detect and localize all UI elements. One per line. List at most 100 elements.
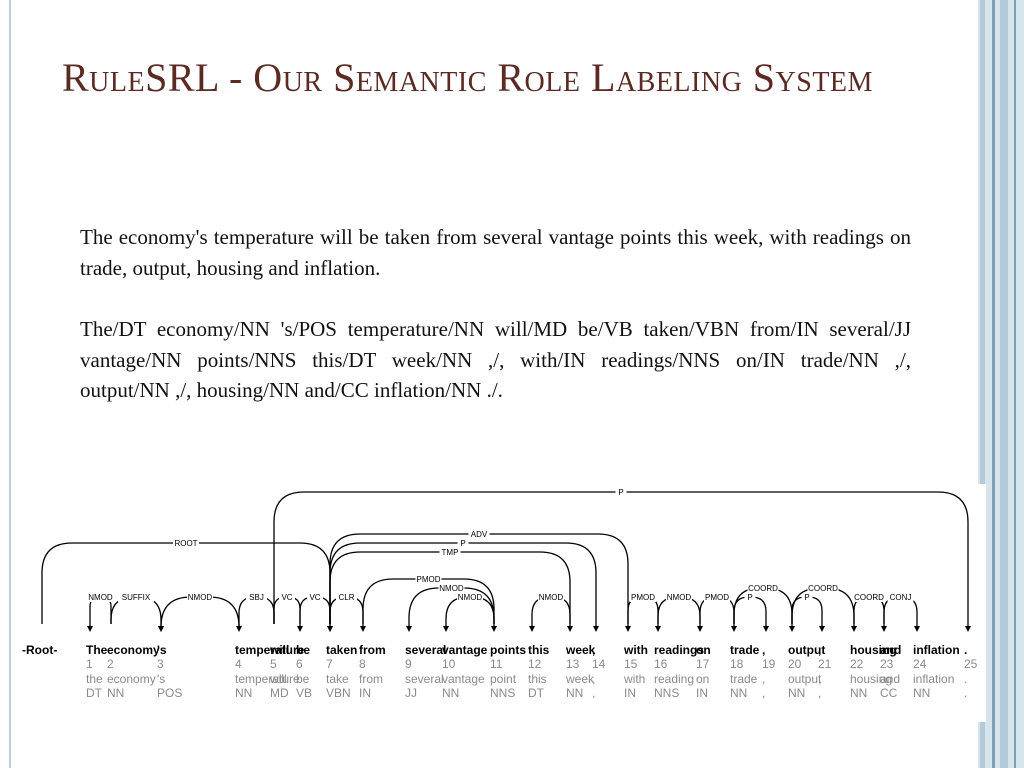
token-word: The <box>86 643 108 657</box>
token-lemma: output <box>788 672 822 686</box>
arc-arrowhead <box>491 626 497 632</box>
token-word: several <box>405 643 446 657</box>
arc-label: TMP <box>442 548 459 557</box>
token-lemma: economy <box>107 672 156 686</box>
token-index: 15 <box>624 657 638 671</box>
arc-arrowhead <box>914 626 920 632</box>
arc-arrowhead <box>593 626 599 632</box>
arc-arrowhead <box>158 626 164 632</box>
token-lemma: take <box>326 672 349 686</box>
arc-label: COORD <box>748 584 778 593</box>
token-pos: DT <box>528 686 545 700</box>
arc-label: ROOT <box>174 539 197 548</box>
arc-label: NMOD <box>667 593 692 602</box>
token-lemma: point <box>490 672 517 686</box>
token-pos: POS <box>157 686 182 700</box>
right-rail-stripe-4 <box>1014 0 1016 768</box>
token-pos: NN <box>850 686 867 700</box>
arc-label-bg <box>744 592 756 602</box>
arc-label: P <box>460 539 465 548</box>
arc-arrowhead <box>360 626 366 632</box>
token-index: 3 <box>157 657 164 671</box>
arc-arrowhead <box>789 626 795 632</box>
token-lemma: , <box>818 672 821 686</box>
token-pos: VB <box>296 686 312 700</box>
arc-label-bg <box>853 592 885 602</box>
token-pos: JJ <box>405 686 417 700</box>
token-lemma: trade <box>730 672 758 686</box>
arc-label-bg <box>279 592 295 602</box>
token-index: 16 <box>654 657 668 671</box>
arc-label: VC <box>309 593 320 602</box>
arc-label: VC <box>281 593 292 602</box>
dependency-arc <box>362 578 495 630</box>
token-pos: NN <box>566 686 583 700</box>
root-token: -Root- <box>22 643 57 657</box>
token-index: 18 <box>730 657 744 671</box>
dependency-arc <box>41 542 331 630</box>
token-index: 12 <box>528 657 542 671</box>
token-word: vantage <box>442 643 488 657</box>
arc-label-bg <box>439 547 461 557</box>
arc-label-bg <box>615 487 627 497</box>
token-word: . <box>964 643 967 657</box>
token-word: output <box>788 643 825 657</box>
arc-label-bg <box>336 592 357 602</box>
token-lemma: with <box>623 672 645 686</box>
token-index: 17 <box>696 657 710 671</box>
arc-arrowhead <box>406 626 412 632</box>
token-index: 13 <box>566 657 580 671</box>
right-rail-stripe-1 <box>980 0 985 768</box>
token-word: economy <box>107 643 160 657</box>
token-pos: NNS <box>654 686 679 700</box>
token-lemma: be <box>296 672 310 686</box>
arc-label-bg <box>807 583 839 593</box>
arc-label-bg <box>801 592 813 602</box>
token-word: inflation <box>913 643 960 657</box>
token-pos: NN <box>788 686 805 700</box>
token-word: 's <box>157 643 167 657</box>
arc-label: NMOD <box>88 593 113 602</box>
arc-arrowhead <box>87 626 93 632</box>
arc-arrowhead <box>697 626 703 632</box>
arc-label: PMOD <box>417 575 441 584</box>
arc-label: PMOD <box>705 593 729 602</box>
arc-label: SUFFIX <box>122 593 151 602</box>
arc-arrowhead <box>965 626 971 632</box>
arc-arrowhead <box>625 626 631 632</box>
arc-label: PMOD <box>631 593 655 602</box>
token-pos: NN <box>107 686 124 700</box>
arc-arrowhead <box>881 626 887 632</box>
arc-label: P <box>804 593 809 602</box>
token-pos: IN <box>359 686 371 700</box>
token-word: points <box>490 643 526 657</box>
token-pos: IN <box>696 686 708 700</box>
token-index: 21 <box>818 657 832 671</box>
arc-label: COORD <box>808 584 838 593</box>
token-index: 24 <box>913 657 927 671</box>
token-lemma: will <box>269 672 287 686</box>
token-pos: . <box>964 686 967 700</box>
token-index: 9 <box>405 657 412 671</box>
token-index: 11 <box>490 657 503 671</box>
pos-tagged-sentence: The/DT economy/NN 's/POS temperature/NN … <box>80 317 911 402</box>
arc-label: COORD <box>854 593 884 602</box>
token-word: trade <box>730 643 760 657</box>
arc-label-bg <box>468 529 490 539</box>
token-pos: , <box>818 686 821 700</box>
arc-label-bg <box>457 592 483 602</box>
token-index: 4 <box>235 657 242 671</box>
token-index: 6 <box>296 657 303 671</box>
token-word: will <box>269 643 289 657</box>
token-lemma: , <box>762 672 765 686</box>
token-lemma: week <box>565 672 595 686</box>
token-lemma: reading <box>654 672 694 686</box>
token-pos: NN <box>235 686 252 700</box>
arc-label-bg <box>666 592 692 602</box>
arc-label-bg <box>704 592 730 602</box>
token-word: be <box>296 643 310 657</box>
arc-label-bg <box>887 592 914 602</box>
token-lemma: vantage <box>442 672 485 686</box>
token-lemma: housing <box>850 672 892 686</box>
